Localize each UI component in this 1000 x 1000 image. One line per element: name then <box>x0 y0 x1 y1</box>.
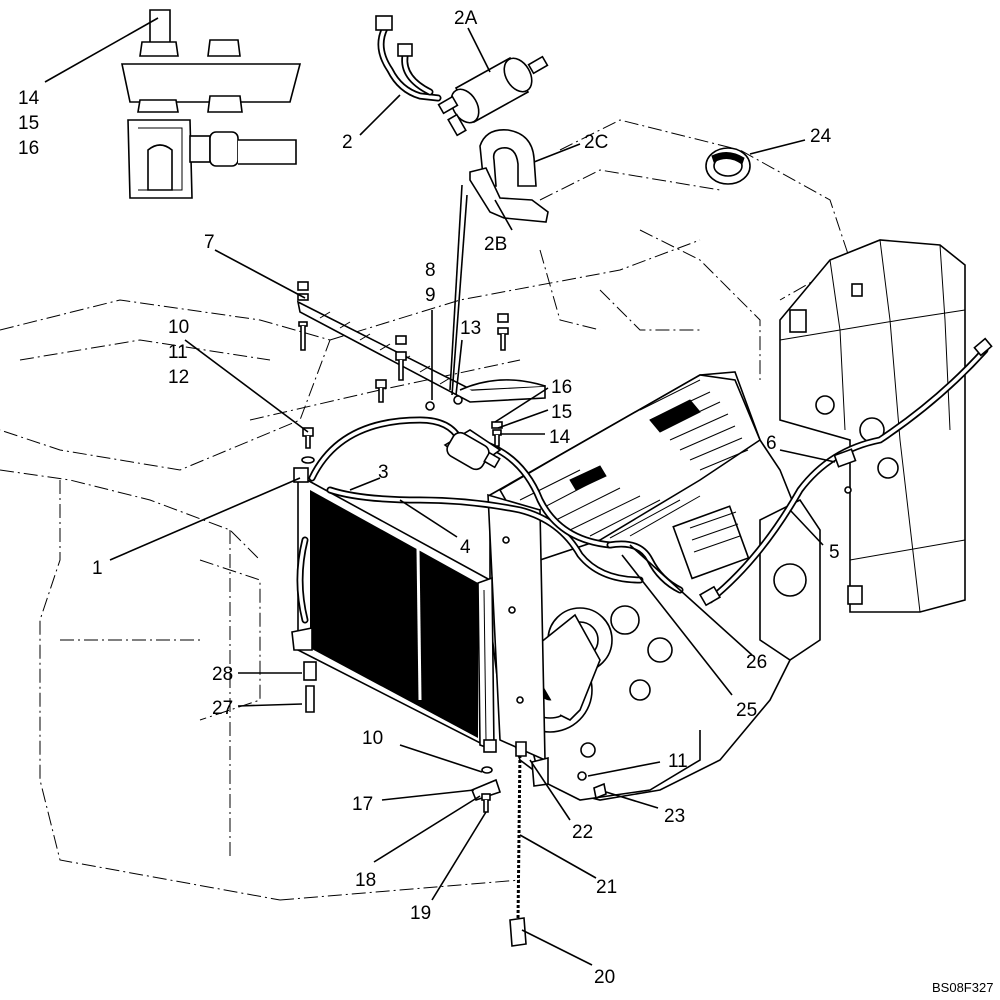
callout-2: 2 <box>342 132 353 153</box>
sensor-cable <box>509 741 527 947</box>
callout-16-main: 16 <box>551 377 572 398</box>
callout-17: 17 <box>352 794 373 815</box>
condenser <box>291 467 497 753</box>
callout-18: 18 <box>355 870 376 891</box>
callout-20: 20 <box>594 967 615 988</box>
callout-2b: 2B <box>484 234 507 255</box>
mounting-bar <box>296 300 546 403</box>
drier-mounted <box>443 429 502 471</box>
callout-6: 6 <box>766 433 777 454</box>
callout-1: 1 <box>92 558 103 579</box>
leader-lines <box>44 17 836 966</box>
callout-12: 12 <box>168 367 189 388</box>
hardware <box>297 281 607 813</box>
callout-14-main: 14 <box>549 427 571 448</box>
callout-23: 23 <box>664 806 685 827</box>
callout-15-main: 15 <box>551 402 572 423</box>
phantom-outlines <box>0 119 851 901</box>
drier-assembly-exploded <box>375 15 751 223</box>
callout-10-lower: 10 <box>362 728 383 749</box>
callout-9: 9 <box>425 285 436 306</box>
diagram-code: BS08F327 <box>932 980 993 995</box>
engine-block <box>487 371 821 801</box>
callout-21: 21 <box>596 877 617 898</box>
callout-7: 7 <box>204 232 215 253</box>
callout-27: 27 <box>212 698 233 719</box>
callout-16-inset: 16 <box>18 138 39 159</box>
hoses <box>308 337 993 607</box>
callout-10-upper: 10 <box>168 317 189 338</box>
fitting-detail-inset <box>121 9 302 199</box>
callout-22: 22 <box>572 822 593 843</box>
callout-13: 13 <box>460 318 481 339</box>
callout-2c: 2C <box>584 132 608 153</box>
callout-14-inset: 14 <box>18 88 40 109</box>
callout-8: 8 <box>425 260 436 281</box>
callout-19: 19 <box>410 903 431 924</box>
callout-11-lower: 11 <box>668 751 688 772</box>
callout-26: 26 <box>746 652 767 673</box>
callout-24: 24 <box>810 126 832 147</box>
callout-3: 3 <box>378 462 389 483</box>
callout-5: 5 <box>829 542 840 563</box>
callout-2a: 2A <box>454 8 478 29</box>
callout-25: 25 <box>736 700 757 721</box>
callout-11-upper: 11 <box>168 342 188 363</box>
tank-bracket <box>779 239 966 613</box>
callout-28: 28 <box>212 664 233 685</box>
callout-15-inset: 15 <box>18 113 39 134</box>
callout-labels: 14 15 16 2 2A 2C 2B 24 7 8 9 10 11 12 13… <box>18 8 993 995</box>
callout-4: 4 <box>460 537 471 558</box>
